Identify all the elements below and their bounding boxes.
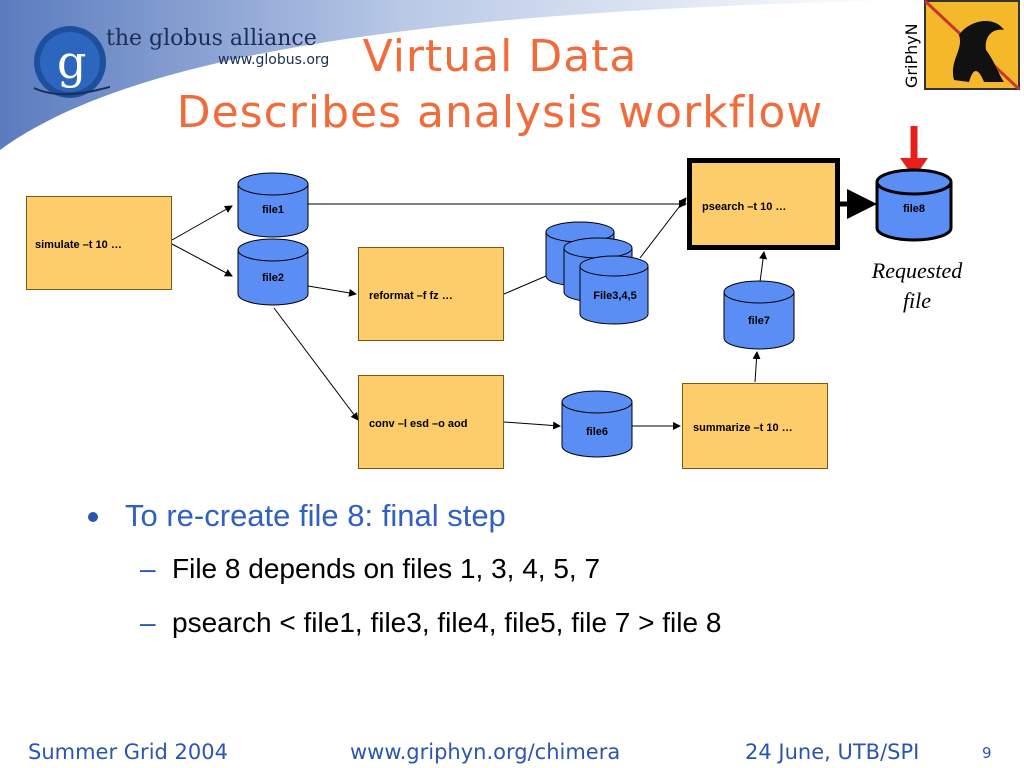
bullet-dot-icon (88, 512, 98, 522)
globus-url: www.globus.org (218, 52, 330, 68)
bullet-sub2: psearch < file1, file3, file4, file5, fi… (172, 607, 722, 638)
edge-file7-psearch (759, 251, 768, 283)
file8-cylinder (875, 168, 953, 242)
page-number: 9 (982, 744, 992, 762)
process-conv: conv –l esd –o aod (358, 375, 504, 469)
file2-label: file2 (261, 272, 284, 284)
process-simulate-label: simulate –t 10 … (35, 239, 122, 251)
file1-cylinder (237, 172, 309, 238)
file1-label: file1 (261, 204, 284, 216)
requested-line1: Requested (871, 258, 963, 283)
edge-simulate-file1 (171, 205, 233, 241)
requested-arrow-head (900, 158, 928, 178)
svg-text:g: g (57, 35, 86, 89)
slide-title-line1: Virtual Data (362, 31, 638, 82)
globus-name: the globus alliance (106, 26, 317, 51)
process-summarize-label: summarize –t 10 … (693, 422, 793, 434)
process-conv-label: conv –l esd –o aod (369, 418, 468, 430)
griphyn-logo-icon (924, 0, 1021, 91)
svg-text:GriPhyN: GriPhyN (902, 23, 921, 88)
process-reformat: reformat –f fz … (358, 247, 504, 341)
edge-file2-reformat (307, 285, 357, 297)
file6-label: file6 (585, 426, 608, 438)
globus-logo-icon: g (33, 26, 110, 98)
dash-icon: – (140, 553, 156, 584)
requested-file-caption: Requested file (862, 256, 972, 316)
footer-right: 24 June, UTB/SPI (745, 740, 920, 764)
slide-title-line2: Describes analysis workflow (176, 87, 824, 138)
process-psearch: psearch –t 10 … (687, 158, 840, 250)
footer-left: Summer Grid 2004 (28, 740, 228, 764)
process-simulate: simulate –t 10 … (26, 196, 172, 290)
edge-conv-file6 (503, 421, 561, 430)
process-reformat-label: reformat –f fz … (369, 290, 453, 302)
header-swoosh (0, 0, 900, 150)
griphyn-name: GriPhyN (902, 23, 921, 88)
file7-label: file7 (747, 315, 770, 327)
edge-simulate-file2 (171, 243, 233, 277)
file6-cylinder (561, 390, 633, 458)
edge-summarize-file7 (752, 351, 761, 383)
edge-file2-conv (273, 307, 359, 421)
footer-center: www.griphyn.org/chimera (350, 740, 621, 764)
file345-label: File3,4,5 (593, 290, 637, 302)
file5-cylinder (579, 255, 649, 325)
process-psearch-label: psearch –t 10 … (702, 201, 787, 213)
edge-file345-psearch (639, 197, 687, 259)
file7-cylinder (723, 280, 795, 350)
bullet-main: To re-create file 8: final step (125, 498, 506, 533)
bullet-sub1: File 8 depends on files 1, 3, 4, 5, 7 (172, 553, 601, 584)
file2-cylinder (237, 238, 309, 306)
process-summarize: summarize –t 10 … (682, 383, 828, 469)
requested-line2: file (902, 288, 932, 313)
file8-label: file8 (902, 203, 925, 215)
dash-icon: – (140, 607, 156, 638)
